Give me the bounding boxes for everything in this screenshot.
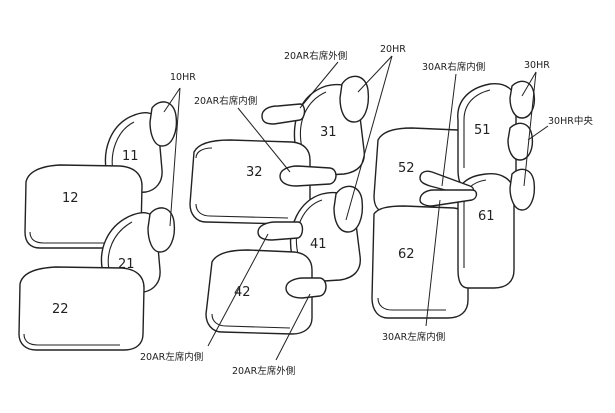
- headrest-20hr-bottom: [333, 185, 364, 233]
- armrest-30ar-left-inner: [419, 189, 478, 207]
- part-number-21: 21: [118, 257, 135, 272]
- headrest-30hr-center: [507, 122, 534, 161]
- callout-20ar-right-inner: 20AR右席内側: [194, 95, 257, 107]
- armrest-20ar-left-outer: [285, 277, 327, 299]
- callout-30hr-center: 30HR中央: [548, 115, 593, 127]
- armrest-20ar-right-outer: [261, 103, 306, 125]
- headrest-10hr-bottom: [147, 207, 176, 253]
- row3-seat-group: 51 52 61 62 30AR右席内側 30HR 30HR中央 30AR左席内…: [371, 60, 593, 343]
- headrest-30hr-bottom: [509, 168, 536, 211]
- part-number-61: 61: [478, 209, 495, 224]
- part-number-51: 51: [474, 123, 491, 138]
- callout-10hr: 10HR: [170, 72, 196, 83]
- callout-30hr: 30HR: [524, 60, 550, 71]
- part-number-42: 42: [234, 285, 251, 300]
- part-number-41: 41: [310, 237, 327, 252]
- callout-20hr: 20HR: [380, 44, 406, 55]
- callout-20ar-left-inner: 20AR左席内側: [140, 351, 203, 363]
- headrest-30hr-top: [509, 80, 536, 119]
- backrest-61: [457, 173, 515, 289]
- callout-20ar-right-outer: 20AR右席外側: [284, 50, 347, 62]
- part-number-32: 32: [246, 165, 263, 180]
- part-number-12: 12: [62, 191, 79, 206]
- part-number-52: 52: [398, 161, 415, 176]
- part-number-22: 22: [52, 302, 69, 317]
- part-number-62: 62: [398, 247, 415, 262]
- headrest-20hr-top: [339, 75, 370, 123]
- callout-30ar-right-inner: 30AR右席内側: [422, 61, 485, 73]
- callout-30ar-left-inner: 30AR左席内側: [382, 331, 445, 343]
- cushion-62: [371, 205, 469, 319]
- cushion-42: [205, 249, 313, 335]
- cushion-22: [18, 266, 145, 351]
- armrest-20ar-left-inner: [257, 221, 304, 241]
- part-number-31: 31: [320, 125, 337, 140]
- row2-seat-group: 31 32 41 42 20AR右席外側 20HR 20AR右席内側 20AR左…: [140, 44, 406, 377]
- row1-seat-group: 11 12 21 22 10HR: [18, 72, 196, 351]
- part-number-11: 11: [122, 149, 139, 164]
- armrest-20ar-right-inner: [279, 165, 337, 187]
- headrest-10hr-top: [149, 101, 178, 147]
- callout-20ar-left-outer: 20AR左席外側: [232, 365, 295, 377]
